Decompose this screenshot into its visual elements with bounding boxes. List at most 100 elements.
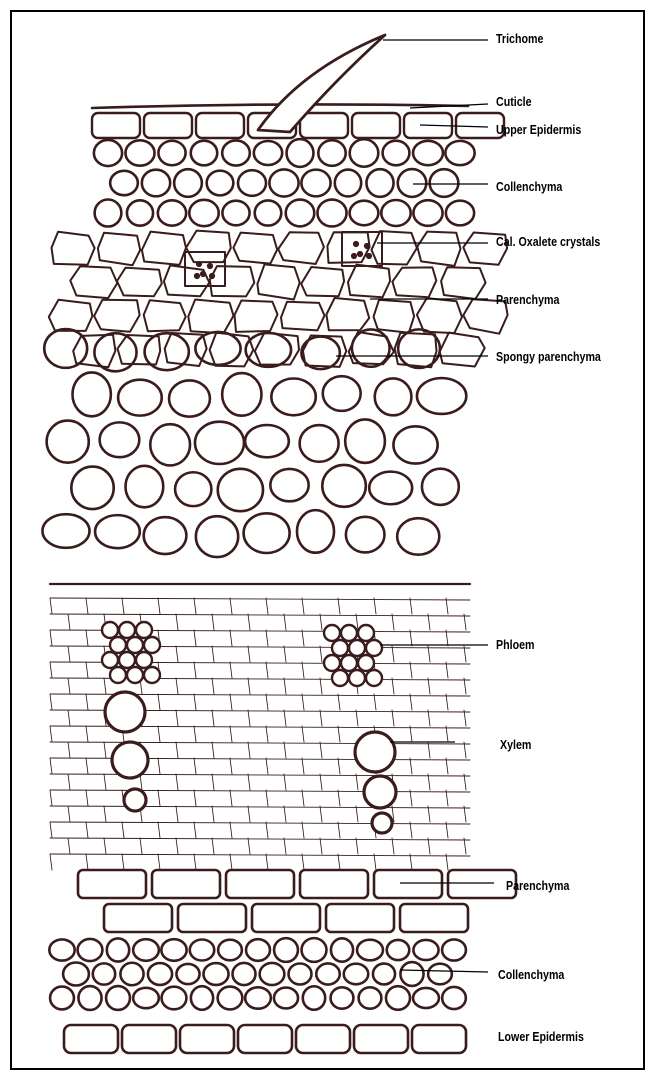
parenchyma-brick — [252, 904, 320, 932]
fiber-wall — [410, 694, 412, 710]
epidermis-cell — [196, 113, 244, 138]
collenchyma-cell — [142, 170, 170, 197]
collenchyma-cell — [78, 986, 101, 1010]
collenchyma-cell — [442, 987, 466, 1009]
spongy-cell — [397, 518, 439, 555]
collenchyma-cell — [317, 200, 346, 227]
parenchyma-cell — [94, 300, 140, 332]
parenchyma-cell — [49, 300, 93, 331]
collenchyma-cell — [413, 940, 438, 960]
phloem-cell — [324, 625, 340, 641]
fiber-wall — [320, 742, 322, 758]
parenchyma-cell — [117, 268, 162, 297]
collenchyma-cell — [233, 963, 256, 985]
spongy-cell — [222, 373, 261, 416]
phloem-cell — [332, 640, 348, 656]
phloem-cell — [127, 667, 143, 683]
fiber-line — [50, 598, 470, 600]
spongy-cell — [422, 469, 459, 505]
spongy-cell — [47, 421, 89, 463]
parenchyma-cell — [417, 298, 462, 333]
fiber-wall — [374, 854, 376, 870]
fiber-wall — [158, 822, 160, 838]
spongy-cell — [175, 472, 211, 506]
fiber-wall — [86, 694, 88, 710]
fiber-wall — [140, 838, 142, 854]
fiber-wall — [230, 694, 232, 710]
collenchyma-cell — [222, 201, 249, 226]
oxalate-crystal — [351, 253, 356, 258]
spongy-cell — [245, 425, 289, 457]
collenchyma-cell — [133, 939, 159, 961]
collenchyma-cell — [386, 986, 410, 1010]
fiber-wall — [86, 662, 88, 678]
fiber-wall — [338, 598, 340, 614]
fiber-wall — [194, 854, 196, 870]
collenchyma-cell — [359, 987, 382, 1008]
spongy-cell — [195, 422, 244, 464]
upper-collenchyma-layer — [94, 139, 475, 226]
collenchyma-cell — [93, 963, 115, 984]
fiber-wall — [212, 774, 214, 790]
fiber-wall — [284, 678, 286, 694]
phloem-cell — [358, 655, 374, 671]
spongy-cell — [150, 424, 190, 465]
epidermis-cell — [354, 1025, 408, 1053]
fiber-wall — [266, 662, 268, 678]
fiber-wall — [176, 806, 178, 822]
fiber-wall — [50, 758, 52, 774]
fiber-wall — [446, 662, 448, 678]
fiber-wall — [410, 598, 412, 614]
parenchyma-brick — [300, 870, 368, 898]
fiber-wall — [68, 774, 70, 790]
fiber-wall — [356, 806, 358, 822]
fiber-wall — [50, 726, 52, 742]
spongy-cell — [71, 467, 113, 509]
epidermis-cell — [144, 113, 192, 138]
epidermis-cell — [64, 1025, 118, 1053]
lower-collenchyma-layer — [49, 938, 466, 1010]
spongy-cell — [244, 513, 290, 553]
parenchyma-cell — [441, 267, 486, 299]
fiber-wall — [212, 806, 214, 822]
oxalate-crystal — [207, 263, 212, 268]
label-trichome: Trichome — [496, 31, 543, 47]
fiber-line — [50, 854, 470, 856]
collenchyma-cell — [413, 200, 442, 226]
fiber-wall — [194, 662, 196, 678]
fiber-wall — [194, 726, 196, 742]
collenchyma-cell — [162, 987, 187, 1010]
xylem-vessel — [355, 732, 395, 772]
fiber-wall — [86, 854, 88, 870]
fiber-wall — [392, 646, 394, 662]
fiber-wall — [356, 710, 358, 726]
collenchyma-cell — [133, 988, 159, 1008]
fiber-wall — [302, 598, 304, 614]
parenchyma-cell — [372, 231, 417, 264]
fiber-wall — [248, 742, 250, 758]
fiber-wall — [446, 598, 448, 614]
xylem-vessel — [105, 692, 145, 732]
fiber-wall — [50, 598, 52, 614]
fiber-wall — [302, 758, 304, 774]
parenchyma-brick — [374, 870, 442, 898]
collenchyma-cell — [63, 962, 89, 985]
parenchyma-brick — [152, 870, 220, 898]
fiber-wall — [284, 838, 286, 854]
fiber-wall — [338, 758, 340, 774]
collenchyma-cell — [50, 987, 74, 1010]
collenchyma-cell — [398, 169, 427, 197]
label-xylem: Xylem — [500, 737, 531, 753]
parenchyma-cell — [327, 232, 369, 263]
fiber-wall — [446, 854, 448, 870]
fiber-wall — [194, 598, 196, 614]
collenchyma-cell — [331, 938, 353, 961]
phloem-cell — [341, 625, 357, 641]
fiber-wall — [428, 646, 430, 662]
fiber-wall — [302, 694, 304, 710]
fiber-line — [50, 790, 470, 792]
fiber-wall — [266, 630, 268, 646]
parenchyma-cell — [392, 267, 436, 297]
spongy-cell — [44, 329, 87, 368]
collenchyma-cell — [383, 141, 410, 166]
